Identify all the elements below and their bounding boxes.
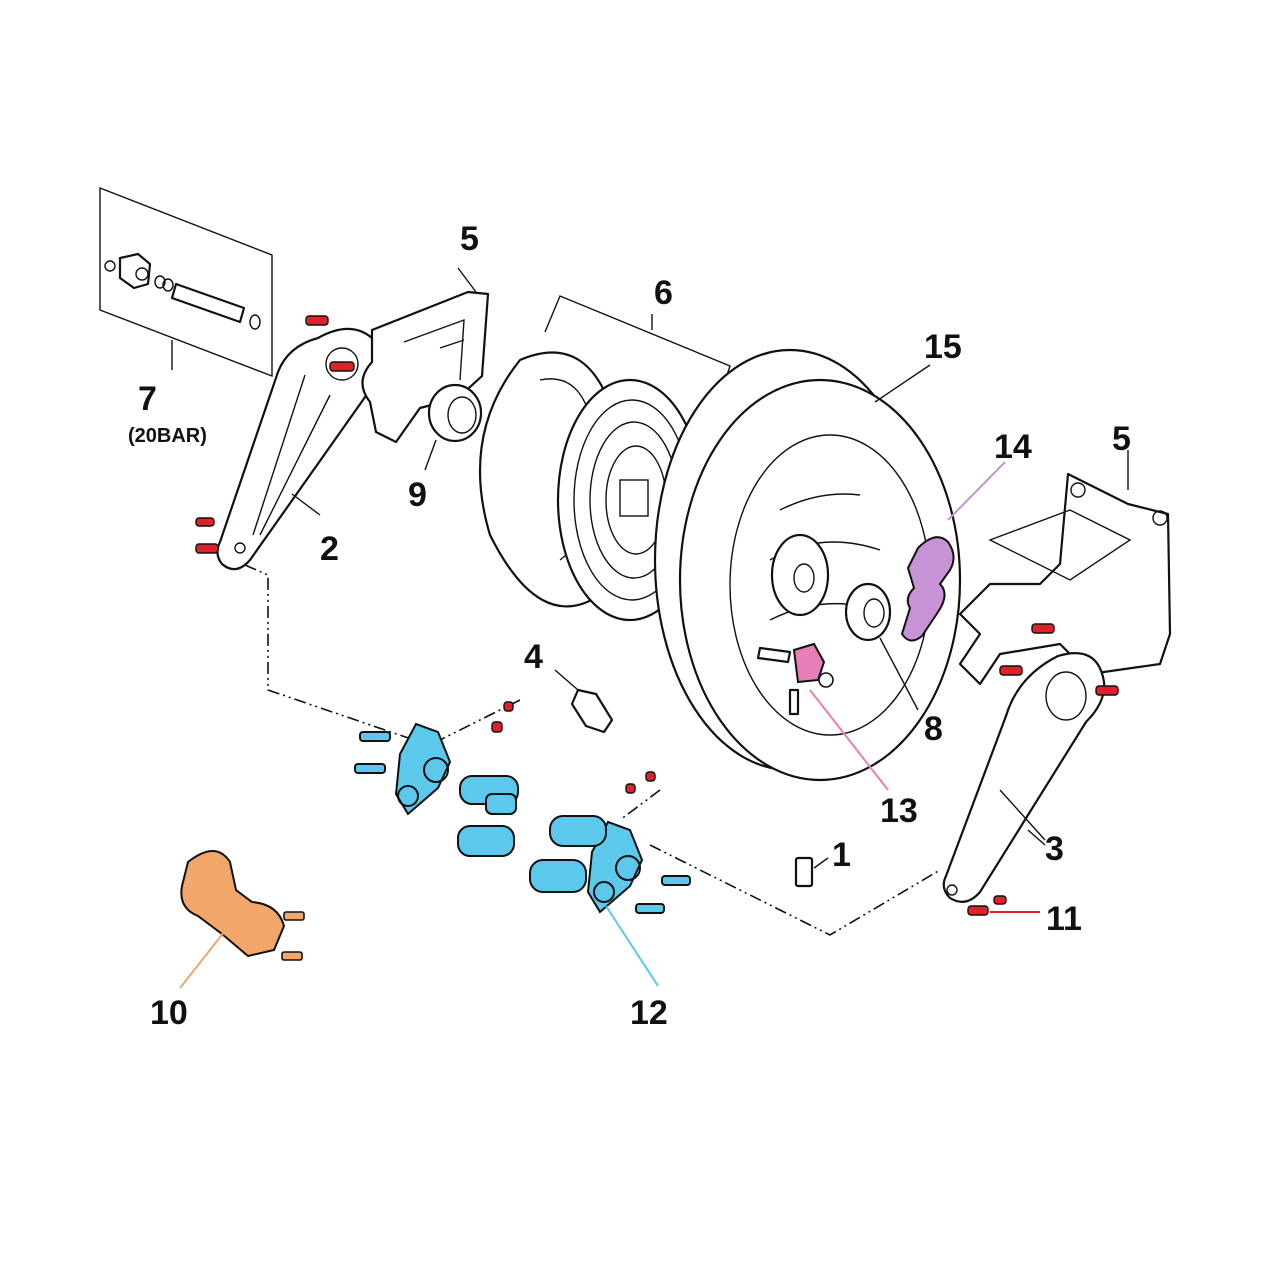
callout-6: 6	[654, 274, 673, 312]
callout-3: 3	[1045, 830, 1064, 868]
hose-guide-part-10	[179, 850, 305, 989]
callout-12: 12	[630, 994, 668, 1032]
callout-11: 11	[1046, 900, 1082, 938]
callout-5-right: 5	[1112, 420, 1131, 458]
drum-part-15	[653, 348, 962, 782]
left-bracket-part-5	[361, 290, 490, 444]
callout-9: 9	[408, 476, 427, 514]
callout-14: 14	[994, 428, 1032, 466]
centre-lines	[244, 564, 941, 936]
callout-10: 10	[150, 994, 188, 1032]
callout-4: 4	[524, 638, 543, 676]
clip-part-4	[554, 669, 614, 734]
swivel-kit-part-7	[99, 186, 273, 378]
roller-assembly-part-12	[354, 722, 691, 987]
left-arm-part-2	[216, 327, 384, 571]
callout-1: 1	[832, 836, 851, 874]
callout-7: 7	[138, 380, 157, 418]
bushing-part-8	[844, 582, 919, 711]
callout-5-left: 5	[460, 220, 479, 258]
fitting-part-1	[794, 856, 829, 888]
screws-part-11	[195, 315, 1119, 916]
bearing-part-9	[424, 383, 483, 471]
callout-13: 13	[880, 792, 918, 830]
right-arm-part-3	[942, 652, 1106, 903]
leader-lines	[291, 267, 1129, 846]
latch-part-14	[900, 461, 1006, 642]
pawl-part-13	[756, 642, 889, 791]
callout-15: 15	[924, 328, 962, 366]
right-bracket-part-5	[958, 472, 1172, 686]
callout-7-rating: (20BAR)	[128, 425, 207, 447]
callout-2: 2	[320, 530, 339, 568]
callout-8: 8	[924, 710, 943, 748]
